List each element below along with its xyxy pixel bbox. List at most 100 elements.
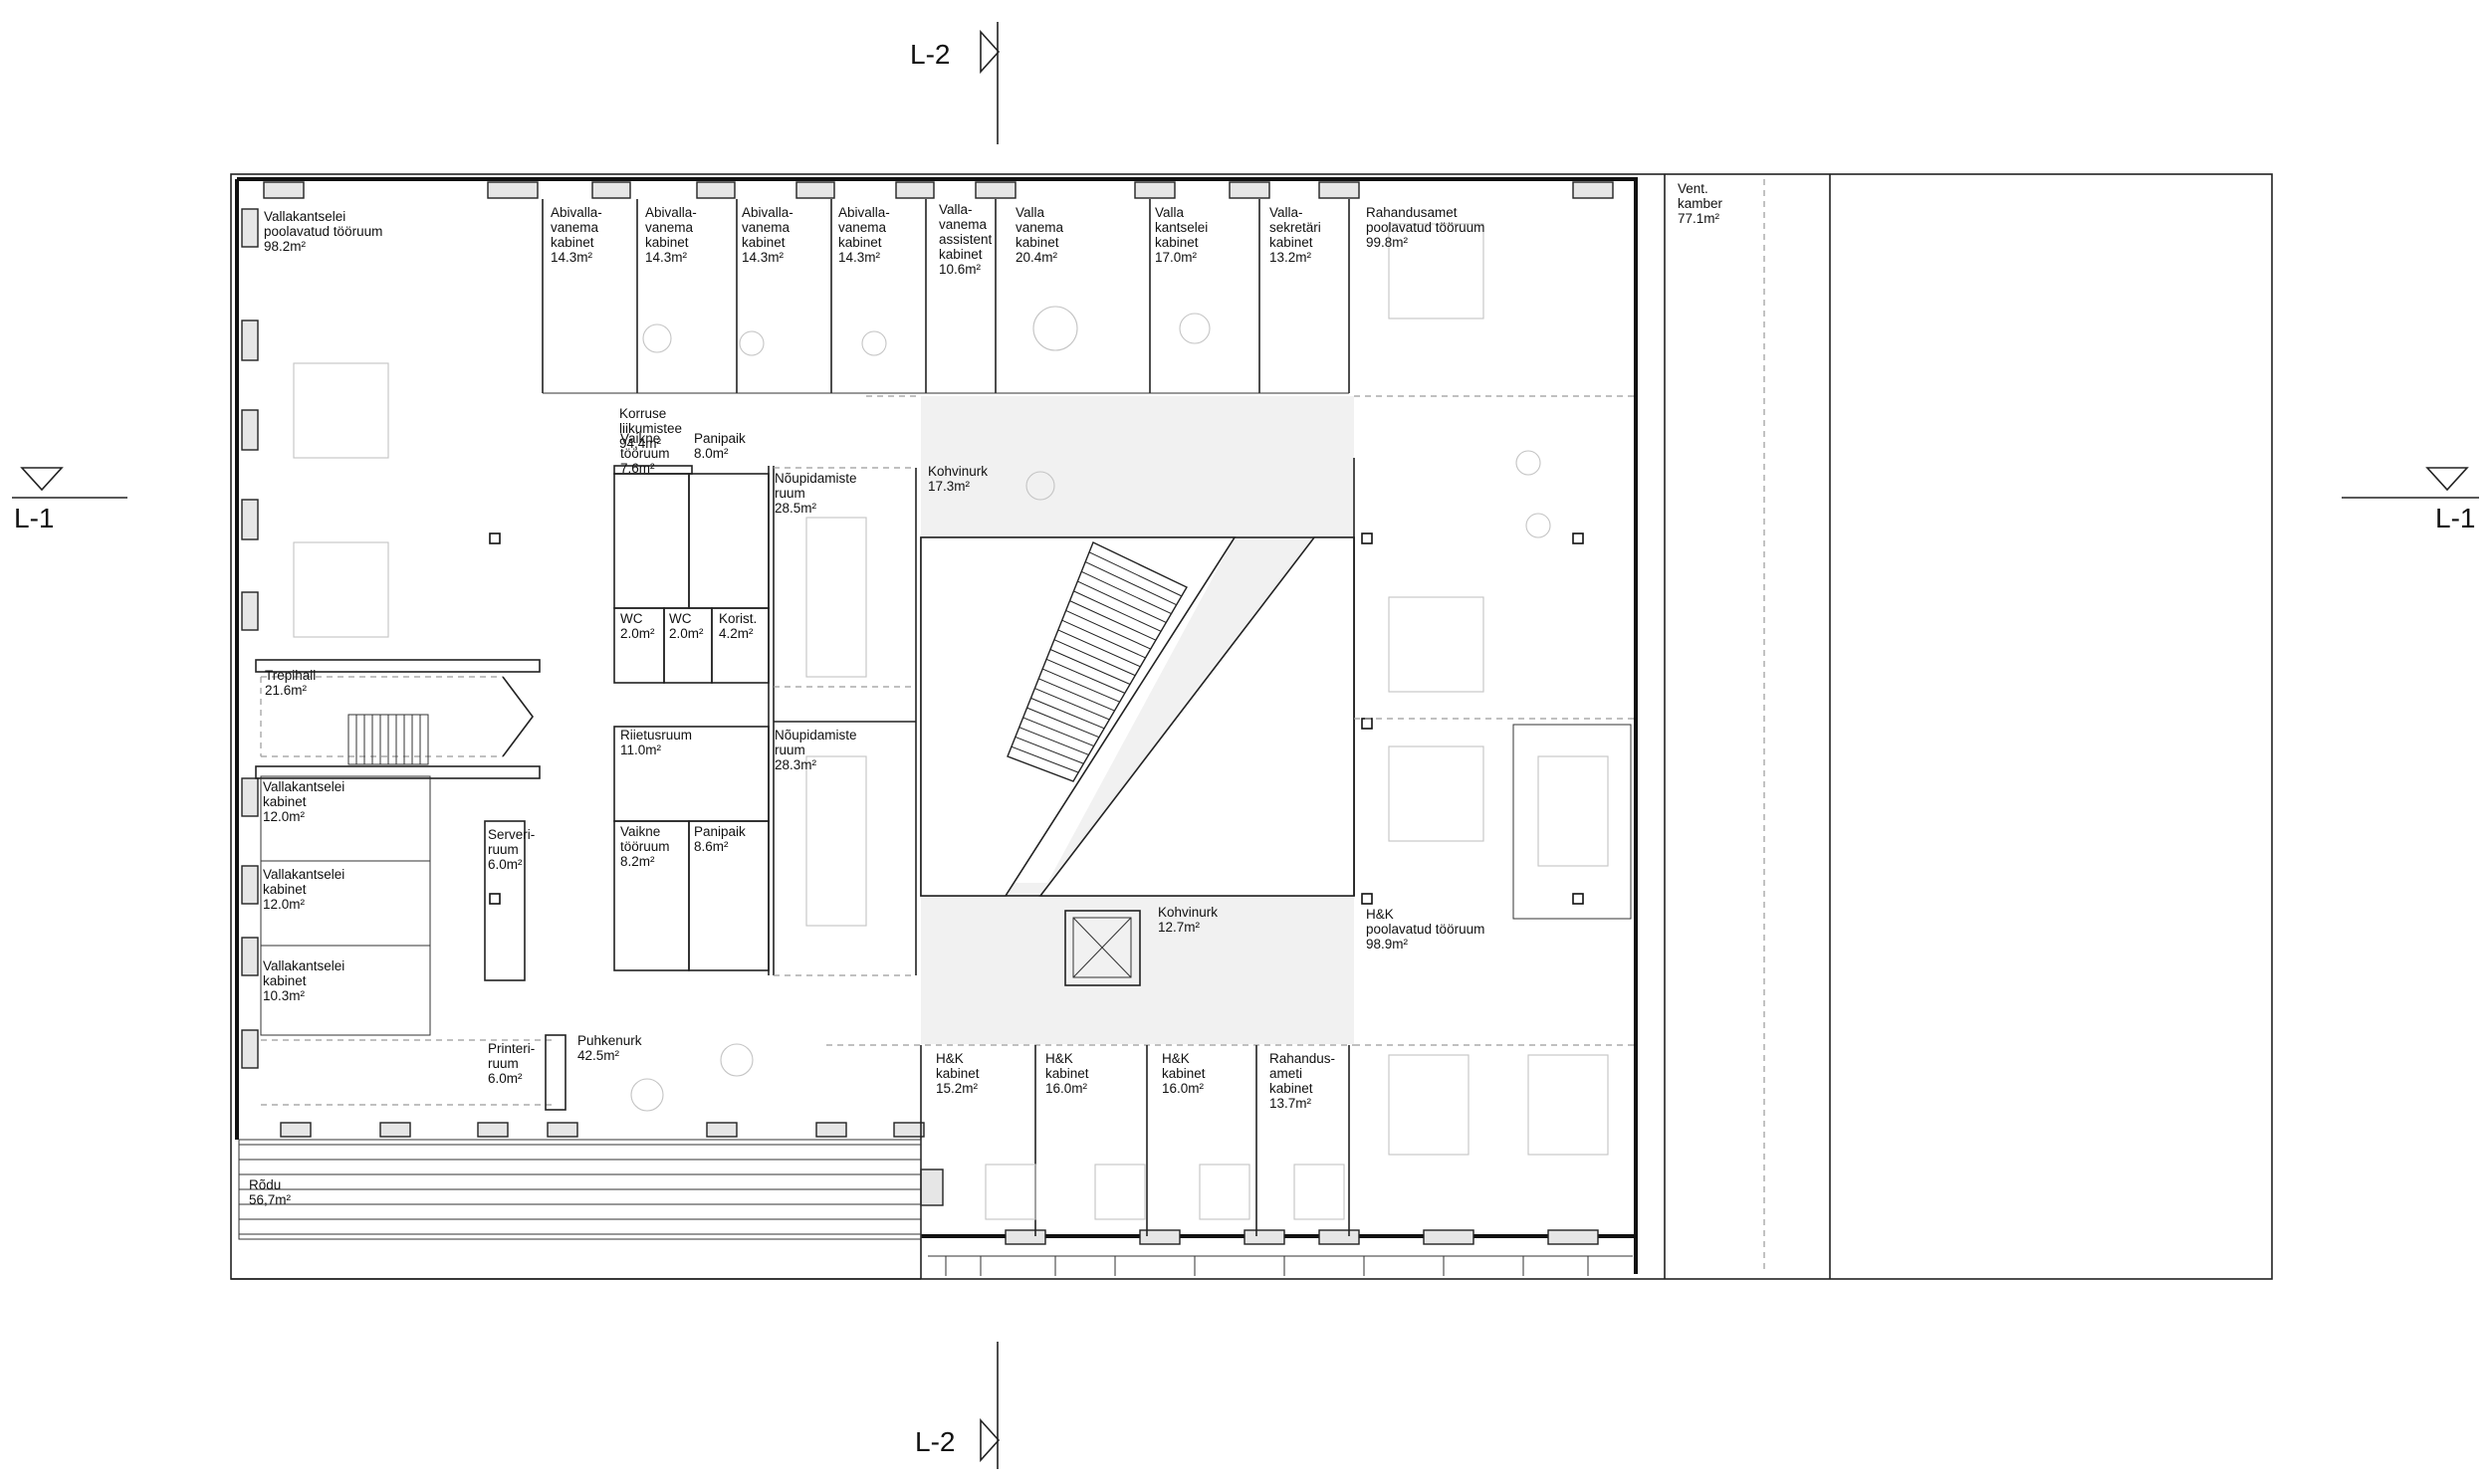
- room-label-line: 4.2m²: [719, 626, 754, 641]
- room-label-line: assistent: [939, 232, 993, 247]
- room-label-line: 10.3m²: [263, 988, 306, 1003]
- stair-tread: [1011, 745, 1079, 773]
- room-label-line: 6.0m²: [488, 1071, 523, 1086]
- room-label-line: Rahandusamet: [1366, 205, 1458, 220]
- room-label-line: Abivalla-: [645, 205, 697, 220]
- room-label-line: Vallakantselei: [263, 867, 344, 882]
- room-label-line: poolavatud tööruum: [264, 224, 382, 239]
- stair-tread: [1077, 580, 1167, 623]
- room-label-line: kabinet: [1016, 235, 1059, 250]
- room-label-line: 12.0m²: [263, 809, 306, 824]
- room-label-line: H&K: [1366, 907, 1394, 922]
- room-label-line: Valla-: [1269, 205, 1303, 220]
- top-cabinet-walls: [542, 199, 1636, 397]
- room-label-line: Vent.: [1678, 181, 1708, 196]
- section-label-l1-left: L-1: [14, 503, 54, 533]
- room-label-line: vanema: [838, 220, 887, 235]
- room-label-line: Vallakantselei: [263, 958, 344, 973]
- room-label-line: kabinet: [263, 973, 307, 988]
- columns: [489, 532, 1584, 905]
- room-label-line: 7.6m²: [620, 461, 655, 476]
- stair-tread: [1081, 570, 1172, 615]
- room-label-line: kabinet: [1269, 235, 1313, 250]
- room-label-line: 6.0m²: [488, 857, 523, 872]
- stair-tread: [1018, 727, 1089, 755]
- section-label-l2-bottom: L-2: [915, 1426, 955, 1457]
- stair-tread: [1061, 619, 1146, 659]
- room-label-line: kabinet: [551, 235, 594, 250]
- room-label-line: Trepihall: [265, 668, 316, 683]
- room-label-line: WC: [669, 611, 692, 626]
- room-label-line: kabinet: [263, 794, 307, 809]
- room-label-line: kantselei: [1155, 220, 1208, 235]
- room-label-line: 13.2m²: [1269, 250, 1312, 265]
- facade-mullions: [928, 1255, 1633, 1276]
- room-label-line: 28.3m²: [775, 757, 817, 772]
- room-label-line: 94,4m²: [619, 436, 662, 451]
- room-label-line: tööruum: [620, 446, 670, 461]
- stair-tread: [1084, 561, 1177, 606]
- room-label-line: 99.8m²: [1366, 235, 1409, 250]
- stair-tread: [1073, 590, 1162, 632]
- stair-tread: [1049, 649, 1131, 685]
- stair-tread: [1057, 629, 1141, 668]
- room-label-line: Vaikne: [620, 431, 660, 446]
- stair-tread: [1022, 717, 1094, 747]
- furniture: [293, 223, 1609, 1220]
- room-label-line: Abivalla-: [551, 205, 602, 220]
- room-label-line: 98.2m²: [264, 239, 307, 254]
- room-label-line: Panipaik: [694, 431, 746, 446]
- room-label-line: Vaikne: [620, 824, 660, 839]
- room-label-line: Abivalla-: [742, 205, 793, 220]
- room-label-line: poolavatud tööruum: [1366, 922, 1484, 937]
- room-label-line: kabinet: [742, 235, 786, 250]
- room-label-line: 14.3m²: [645, 250, 688, 265]
- room-label-line: 21.6m²: [265, 683, 308, 698]
- stair-tread: [1045, 658, 1126, 694]
- windows-bottom: [280, 1122, 1599, 1245]
- room-label-line: kabinet: [936, 1066, 980, 1081]
- room-label-koristus: Korist.4.2m²: [719, 611, 757, 641]
- stair-tread: [1034, 688, 1110, 721]
- room-label-line: vanema: [645, 220, 694, 235]
- room-label-line: kabinet: [1155, 235, 1199, 250]
- room-label-line: 16.0m²: [1045, 1081, 1088, 1096]
- room-label-line: Serveri-: [488, 827, 535, 842]
- room-label-line: Puhkenurk: [577, 1033, 642, 1048]
- room-label-line: Rahandus-: [1269, 1051, 1335, 1066]
- stair-tread: [1065, 609, 1151, 650]
- room-label-line: Kohvinurk: [928, 464, 988, 479]
- room-label-line: 8.2m²: [620, 854, 655, 869]
- room-label-line: poolavatud tööruum: [1366, 220, 1484, 235]
- room-label-line: Korruse: [619, 406, 666, 421]
- room-label-line: kabinet: [263, 882, 307, 897]
- left-zone-walls: [255, 659, 566, 1111]
- room-label-line: 17.3m²: [928, 479, 971, 494]
- room-label-line: 13.7m²: [1269, 1096, 1312, 1111]
- elevator: [1064, 910, 1141, 986]
- windows-top: [263, 181, 1614, 199]
- section-label-l2-top: L-2: [910, 39, 950, 70]
- room-label-line: tööruum: [620, 839, 670, 854]
- room-label-line: sekretäri: [1269, 220, 1321, 235]
- room-label-line: ruum: [775, 486, 805, 501]
